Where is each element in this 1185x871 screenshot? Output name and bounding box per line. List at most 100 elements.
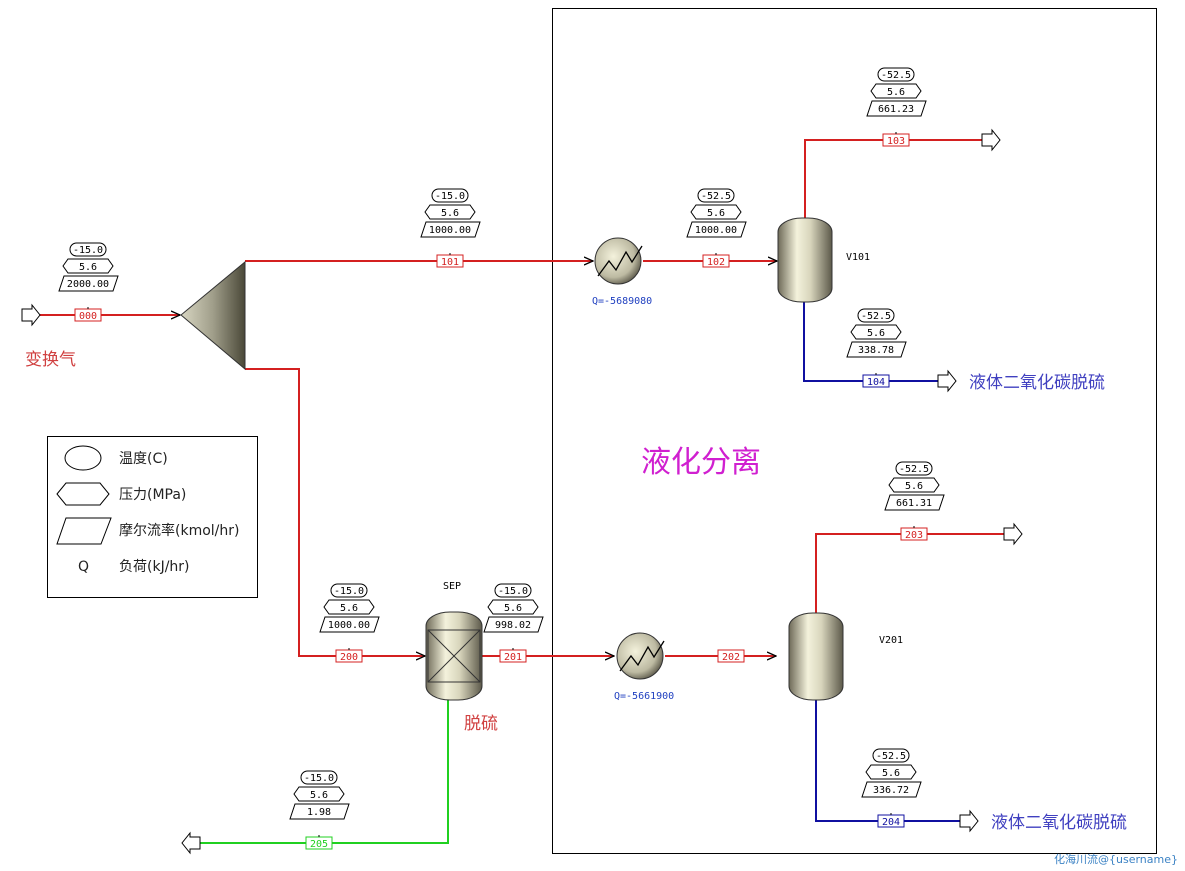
stream-200-pres: 5.6: [340, 603, 358, 614]
stream-101-tag[interactable]: 101: [436, 254, 464, 268]
stream-203-flow: 661.31: [896, 498, 932, 509]
heater-1-heat-exchanger-icon[interactable]: [594, 237, 643, 285]
stream-000-pres: 5.6: [79, 262, 97, 273]
legend-duty-label: 负荷(kJ/hr): [119, 559, 190, 575]
stream-203-outlet-arrow-icon: [1003, 522, 1023, 546]
stream-204-temp: -52.5: [876, 751, 906, 762]
stream-101-pres-hexagon: [424, 204, 476, 220]
stream-201-flow-parallelogram: [483, 616, 544, 633]
legend-temp-label: 温度(C): [119, 451, 168, 467]
stream-202-tag[interactable]: 202: [717, 649, 745, 663]
stream-104-flow-parallelogram: [846, 341, 907, 358]
product-204-label: 液体二氧化碳脱硫: [991, 813, 1127, 833]
stream-201-id: 201: [504, 652, 522, 663]
stream-101-pres: 5.6: [441, 208, 459, 219]
stream-205-id: 205: [310, 839, 328, 850]
stream-104-tag[interactable]: 104: [862, 374, 890, 388]
stream-103-line[interactable]: [804, 139, 982, 218]
stream-203-flow-parallelogram: [884, 494, 945, 511]
stream-200-flow-parallelogram: [319, 616, 380, 633]
stream-204-line[interactable]: [815, 700, 960, 822]
legend-duty-symbol: Q: [78, 559, 89, 575]
desulf-label: 脱硫: [464, 714, 498, 734]
stream-203-pres: 5.6: [905, 481, 923, 492]
stream-201-data-block: -15.0 5.6 998.02: [483, 583, 544, 650]
stream-103-temp: -52.5: [881, 70, 911, 81]
stream-103-tag[interactable]: 103: [882, 133, 910, 147]
stream-205-temp: -15.0: [304, 773, 334, 784]
stream-204-flow-parallelogram: [861, 781, 922, 798]
stream-204-outlet-arrow-icon: [959, 809, 979, 833]
area-label: 液化分离: [641, 445, 761, 480]
stream-203-tag[interactable]: 203: [900, 527, 928, 541]
stream-000-pres-hexagon: [62, 258, 114, 274]
stream-000-temp: -15.0: [73, 245, 103, 256]
stream-203-id: 203: [905, 530, 923, 541]
stream-104-temp: -52.5: [861, 311, 891, 322]
stream-204-temp-oval: [872, 748, 910, 763]
stream-102-flow: 1000.00: [695, 225, 737, 236]
stream-205-temp-oval: [300, 770, 338, 785]
stream-201-temp: -15.0: [498, 586, 528, 597]
stream-201-flow: 998.02: [495, 620, 531, 631]
stream-201-pres-hexagon: [487, 599, 539, 615]
stream-203-line[interactable]: [815, 533, 1004, 613]
stream-101-temp-oval: [431, 188, 469, 203]
stream-104-id: 104: [867, 377, 885, 388]
stream-101-id: 101: [441, 257, 459, 268]
stream-103-pres-hexagon: [870, 83, 922, 99]
stream-101-flow-parallelogram: [420, 221, 481, 238]
v201-name: V201: [879, 635, 903, 646]
v101-name: V101: [846, 252, 870, 263]
watermark: 化海川流@{username}: [1054, 852, 1178, 866]
v201-flash-drum-icon[interactable]: [788, 612, 844, 701]
stream-102-tag[interactable]: 102: [702, 254, 730, 268]
heater-2-heat-exchanger-icon[interactable]: [616, 632, 665, 680]
stream-102-flow-parallelogram: [686, 221, 747, 238]
stream-205-flow-parallelogram: [289, 803, 350, 820]
stream-000-tag[interactable]: 000: [74, 308, 102, 322]
stream-204-flow: 336.72: [873, 785, 909, 796]
v101-flash-drum-icon[interactable]: [777, 217, 833, 303]
feed-label: 变换气: [25, 350, 76, 370]
stream-204-tag[interactable]: 204: [877, 814, 905, 828]
stream-204-pres-hexagon: [865, 764, 917, 780]
stream-205-pres-hexagon: [293, 786, 345, 802]
legend-pres-hexagon-icon: [56, 482, 110, 506]
stream-102-data-block: -52.5 5.6 1000.00: [686, 188, 747, 255]
legend-box: 温度(C) 压力(MPa) 摩尔流率(kmol/hr) Q 负荷(kJ/hr): [47, 436, 258, 598]
stream-203-pres-hexagon: [888, 477, 940, 493]
legend-flow-label: 摩尔流率(kmol/hr): [119, 522, 239, 539]
splitter-triangle-icon[interactable]: [180, 260, 246, 371]
feed-inlet-arrow-icon: [21, 303, 41, 327]
stream-102-pres: 5.6: [707, 208, 725, 219]
stream-102-pres-hexagon: [690, 204, 742, 220]
stream-104-line[interactable]: [803, 302, 938, 382]
stream-203-temp-oval: [895, 461, 933, 476]
sep-name: SEP: [443, 581, 461, 592]
stream-200-flow: 1000.00: [328, 620, 370, 631]
stream-202-tag-box[interactable]: [717, 649, 745, 663]
heater-1-duty: Q=-5689080: [592, 296, 652, 307]
stream-200-tag[interactable]: 200: [335, 649, 363, 663]
stream-201-tag[interactable]: 201: [499, 649, 527, 663]
stream-205-tag[interactable]: 205: [305, 836, 333, 850]
stream-200-temp-oval: [330, 583, 368, 598]
stream-205-line[interactable]: [200, 700, 449, 844]
stream-104-temp-oval: [857, 308, 895, 323]
stream-103-temp-oval: [877, 67, 915, 82]
stream-201-pres: 5.6: [504, 603, 522, 614]
liquefaction-area-boundary: [552, 8, 1157, 854]
heater-2-duty: Q=-5661900: [614, 691, 674, 702]
sep-separator-icon[interactable]: [425, 611, 483, 701]
stream-103-id: 103: [887, 136, 905, 147]
stream-205-flow: 1.98: [307, 807, 331, 818]
legend-temp-oval-icon: [64, 445, 102, 471]
stream-201-temp-oval: [494, 583, 532, 598]
stream-104-outlet-arrow-icon: [937, 369, 957, 393]
stream-102-temp: -52.5: [701, 191, 731, 202]
stream-102-id: 102: [707, 257, 725, 268]
